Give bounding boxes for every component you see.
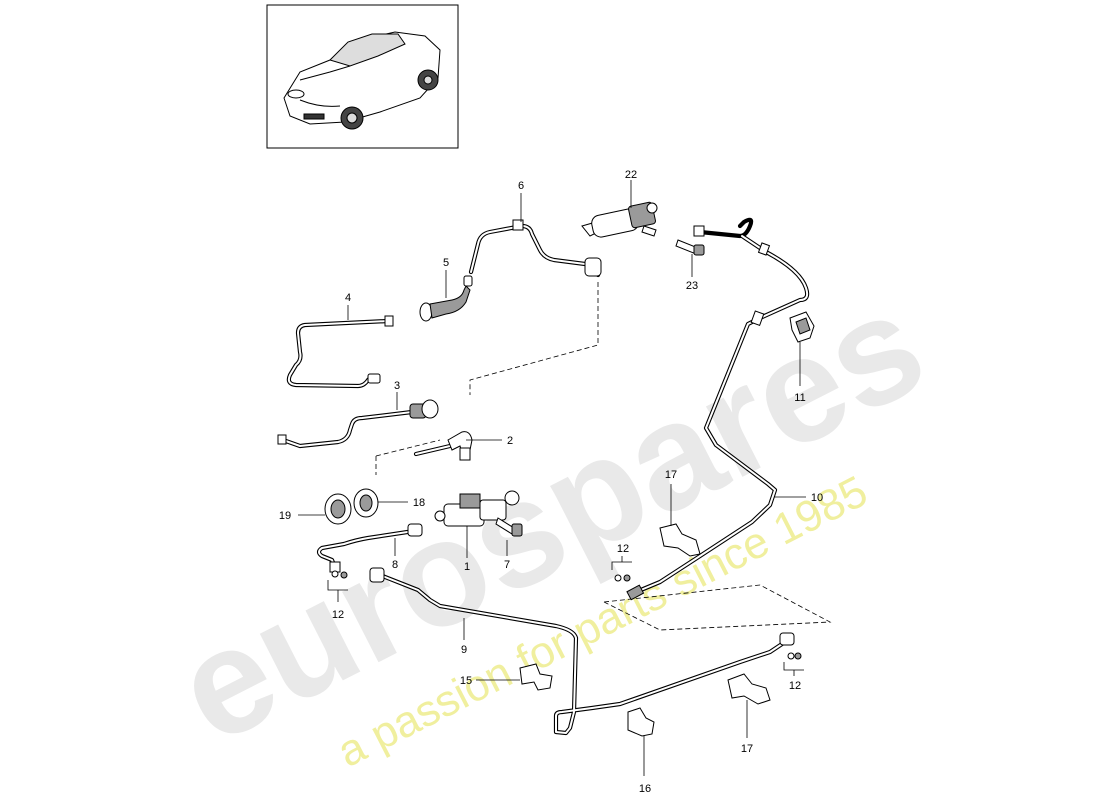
pipe-3	[277, 399, 439, 449]
vehicle-thumbnail	[266, 4, 459, 149]
part-12-clips-right	[787, 652, 802, 660]
part-1-master-cylinder	[434, 490, 520, 527]
part-17-bracket-upper	[659, 523, 701, 557]
part-7-bolt	[495, 517, 523, 537]
callout-15: 15	[460, 675, 472, 687]
callout-8: 8	[392, 559, 398, 571]
part-19-grommet	[324, 493, 352, 525]
part-22-cylinder	[581, 201, 658, 238]
callout-19: 19	[279, 510, 291, 522]
pipe-10	[626, 217, 810, 601]
callout-12-middle: 12	[617, 543, 629, 555]
part-23-bolt	[675, 239, 705, 256]
pipe-9	[369, 567, 795, 736]
callout-3: 3	[394, 380, 400, 392]
callout-16: 16	[639, 783, 651, 795]
part-16-bracket	[627, 707, 655, 737]
watermark: eurospares a passion for parts since 198…	[151, 258, 948, 777]
callout-17-upper: 17	[665, 469, 677, 481]
callout-23: 23	[686, 280, 698, 292]
part-17-bracket-lower	[727, 673, 771, 705]
part-5-connector	[419, 275, 473, 322]
callout-12-right: 12	[789, 680, 801, 692]
callout-9: 9	[461, 644, 467, 656]
part-11-grommet	[789, 311, 815, 343]
callout-2: 2	[507, 435, 513, 447]
part-15-bracket	[519, 663, 553, 691]
convertible-car-icon	[283, 31, 441, 130]
callout-11: 11	[794, 392, 805, 404]
callout-7: 7	[504, 559, 510, 571]
callout-10: 10	[811, 492, 823, 504]
part-2-elbow	[413, 431, 473, 461]
callout-12-left: 12	[332, 609, 344, 621]
callout-labels: 22 6 5 4 3 23 11 2 18 19 17 10 1 7 8 12	[279, 169, 823, 795]
callout-22: 22	[625, 169, 637, 181]
callout-18: 18	[413, 497, 425, 509]
pipe-4	[286, 315, 394, 389]
part-12-clips-middle	[614, 574, 631, 582]
pipe-8	[316, 523, 423, 573]
dashed-reference-lines	[375, 282, 832, 631]
pipe-6	[468, 219, 602, 278]
callout-4: 4	[345, 292, 351, 304]
callout-5: 5	[443, 257, 449, 269]
part-12-clips-left	[331, 570, 348, 579]
callout-6: 6	[518, 180, 524, 192]
callout-17-lower: 17	[741, 743, 753, 755]
part-18-grommet	[353, 488, 379, 518]
callout-1: 1	[464, 561, 470, 573]
